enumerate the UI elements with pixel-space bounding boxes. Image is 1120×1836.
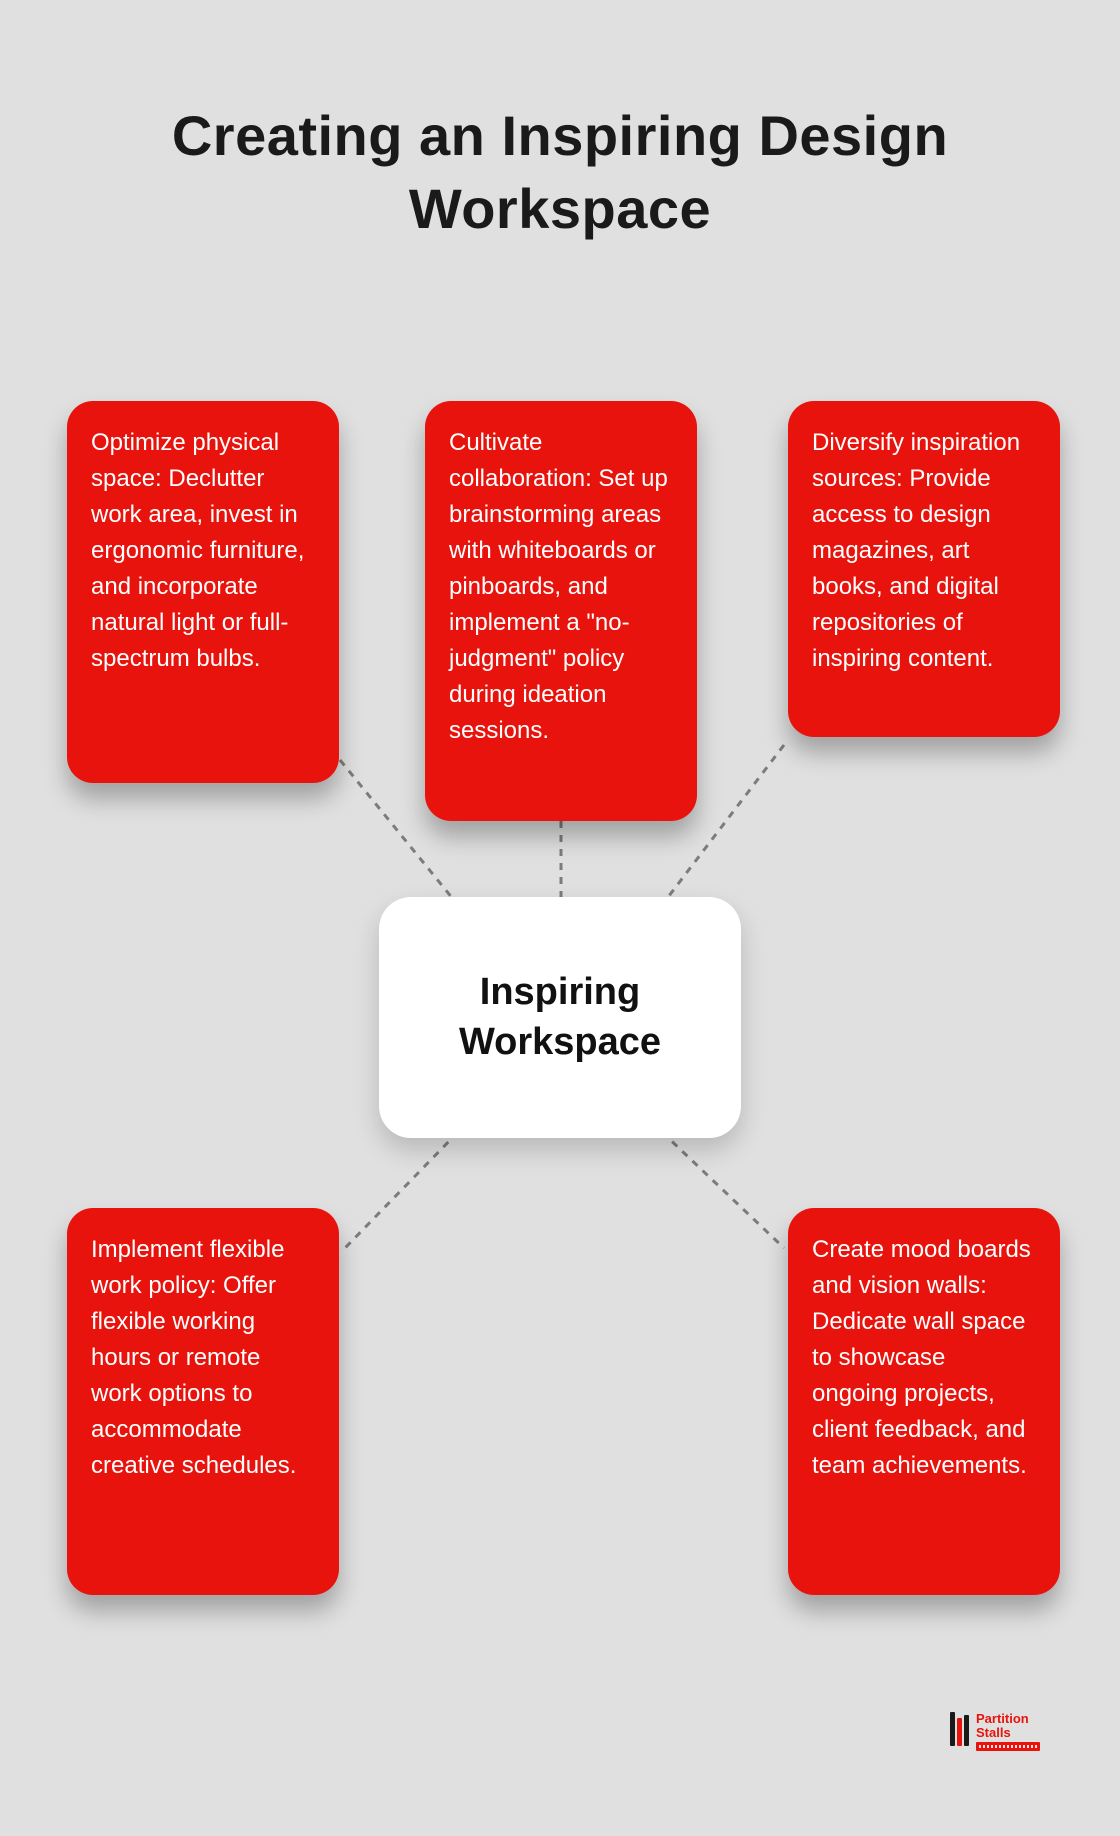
node-text: Cultivate collaboration: Set up brainsto…: [449, 429, 668, 744]
logo-text: Partition Stalls: [976, 1711, 1040, 1752]
connector-bottomright: [660, 1130, 786, 1250]
node-text: Create mood boards and vision walls: Ded…: [812, 1236, 1031, 1479]
node-mood-boards: Create mood boards and vision walls: Ded…: [788, 1208, 1060, 1595]
center-node: Inspiring Workspace: [379, 897, 741, 1138]
node-flexible-work-policy: Implement flexible work policy: Offer fl…: [67, 1208, 339, 1595]
node-optimize-physical-space: Optimize physical space: Declutter work …: [67, 401, 339, 783]
partition-bars-icon: [950, 1712, 969, 1746]
logo-tagline-bar: [976, 1742, 1040, 1752]
page-title: Creating an Inspiring Design Workspace: [171, 104, 949, 240]
center-node-label: Inspiring Workspace: [458, 971, 662, 1063]
node-diversify-inspiration: Diversify inspiration sources: Provide a…: [788, 401, 1060, 737]
connector-bottomleft: [343, 1130, 460, 1250]
connector-topright: [660, 744, 786, 906]
partition-stalls-logo: Partition Stalls: [950, 1711, 1040, 1752]
logo-name-line2: Stalls: [976, 1724, 1011, 1740]
node-text: Diversify inspiration sources: Provide a…: [812, 429, 1021, 672]
node-cultivate-collaboration: Cultivate collaboration: Set up brainsto…: [425, 401, 697, 821]
node-text: Optimize physical space: Declutter work …: [91, 429, 305, 672]
logo-name-line1: Partition: [976, 1711, 1029, 1726]
connector-topleft: [338, 759, 464, 911]
node-text: Implement flexible work policy: Offer fl…: [91, 1236, 297, 1479]
